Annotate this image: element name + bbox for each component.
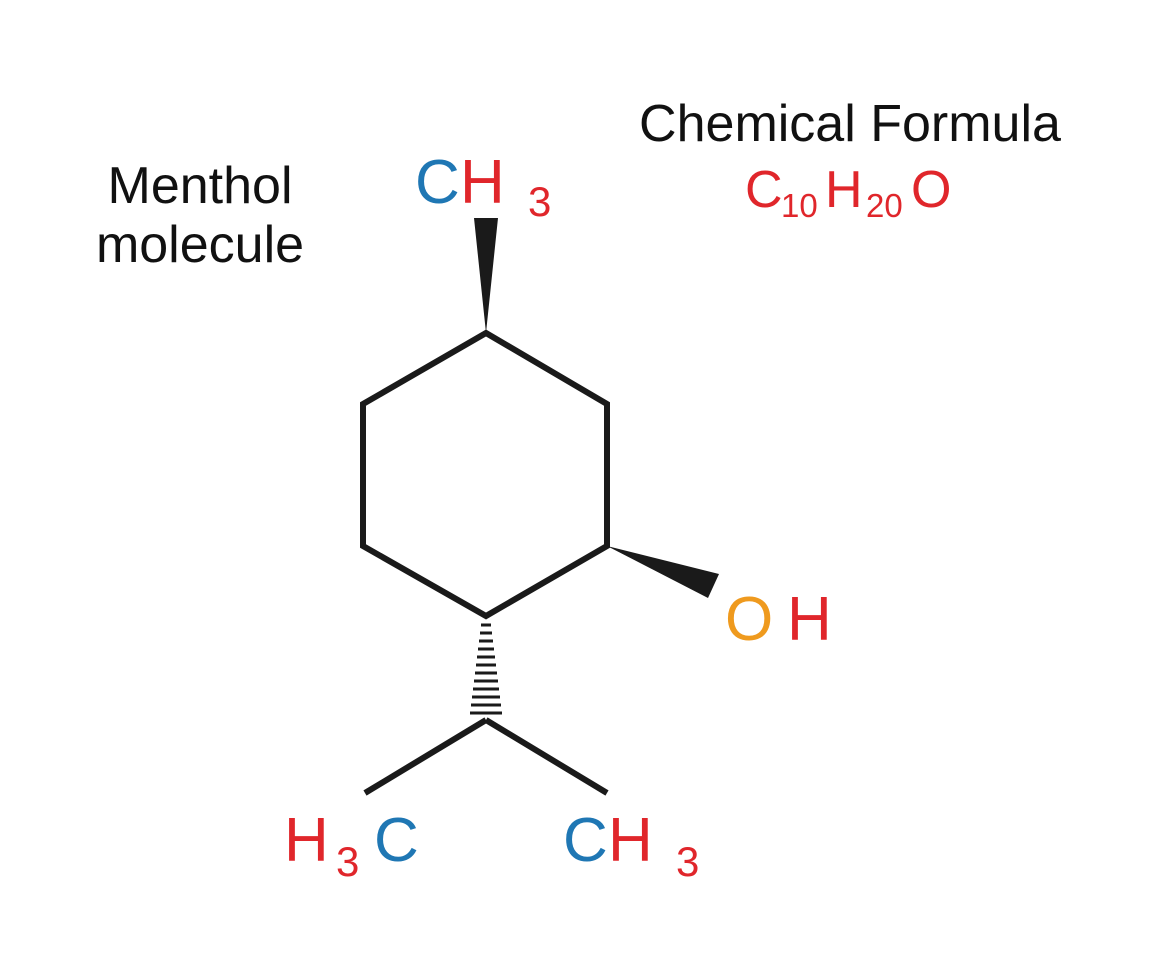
title-line-1: Menthol: [108, 157, 293, 215]
label-left-methyl: H 3 C: [284, 806, 419, 885]
formula-hydrogen-count: 20: [866, 187, 903, 224]
right-methyl-carbon: C: [563, 806, 608, 875]
formula-carbon-count: 10: [781, 187, 818, 224]
cyclohexane-ring: [360, 329, 610, 620]
formula-carbon: C: [745, 161, 783, 219]
hydroxyl-oxygen: O: [725, 585, 773, 654]
top-methyl-count: 3: [528, 178, 551, 225]
hydroxyl-hydrogen: H: [787, 585, 832, 654]
top-methyl-hydrogen: H: [460, 148, 505, 217]
wedge-bond-hydroxyl: [607, 546, 719, 598]
formula-heading: Chemical Formula: [639, 95, 1061, 153]
formula-oxygen: O: [911, 161, 951, 219]
title-line-2: molecule: [96, 216, 304, 274]
label-hydroxyl: O H: [725, 585, 832, 654]
formula-hydrogen: H: [825, 161, 863, 219]
label-top-methyl: C H 3: [415, 148, 551, 225]
top-methyl-carbon: C: [415, 148, 460, 217]
right-methyl-count: 3: [676, 838, 699, 885]
right-methyl-hydrogen: H: [608, 806, 653, 875]
hashed-bond-isopropyl: [470, 623, 502, 715]
wedge-bond-methyl: [474, 218, 498, 333]
label-right-methyl: C H 3: [563, 806, 699, 885]
bond-isopropyl-left: [363, 717, 488, 796]
bond-isopropyl-right: [484, 717, 609, 796]
left-methyl-count: 3: [336, 838, 359, 885]
left-methyl-hydrogen: H: [284, 806, 329, 875]
left-methyl-carbon: C: [374, 806, 419, 875]
molecular-formula: C 10 H 20 O: [745, 161, 951, 224]
